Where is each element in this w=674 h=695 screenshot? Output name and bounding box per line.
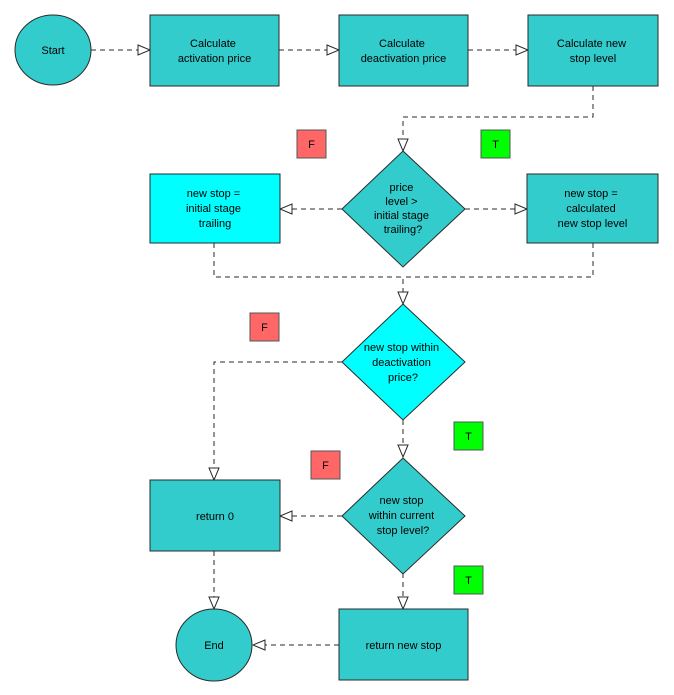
decision-deactivation-shape xyxy=(341,303,466,421)
badge-true-price-level-box xyxy=(480,129,511,159)
badge-true-current-stop-text: T xyxy=(465,575,472,587)
node-calc-new-stop: Calculate new stop level xyxy=(527,14,659,87)
edge-new-stop-to-decision xyxy=(403,86,594,151)
node-calc-activation: Calculate activation price xyxy=(149,14,280,87)
edge-initial-stage-to-merge xyxy=(213,243,403,304)
calc-deactivation-label: Calculate deactivation price xyxy=(361,38,447,65)
edge-deactivation-false-to-return-zero xyxy=(214,361,342,480)
return-new-stop-shape xyxy=(338,608,469,681)
node-calc-deactivation: Calculate deactivation price xyxy=(338,14,469,87)
decision-price-level-label: price level > initial stage trailing? xyxy=(374,182,432,236)
badge-false-current-stop: F xyxy=(310,450,341,480)
return-zero-shape xyxy=(149,479,281,552)
decision-current-stop-shape xyxy=(341,457,466,575)
node-decision-deactivation: new stop within deactivation price? xyxy=(341,303,466,421)
calc-activation-shape xyxy=(149,14,280,87)
start-label: Start xyxy=(41,45,64,57)
badge-true-price-level: T xyxy=(480,129,511,159)
decision-current-stop-label: new stop within current stop level? xyxy=(368,495,437,537)
edges xyxy=(91,50,594,645)
start-shape xyxy=(14,14,92,86)
badge-true-deactivation-box xyxy=(453,421,484,451)
badge-true-current-stop: T xyxy=(453,565,484,595)
decision-price-level-shape xyxy=(341,150,466,268)
badge-false-price-level: F xyxy=(296,129,327,159)
node-start: Start xyxy=(14,14,92,86)
calculated-stop-shape xyxy=(526,173,659,244)
node-return-new-stop: return new stop xyxy=(338,608,469,681)
node-end: End xyxy=(175,608,253,682)
calc-activation-label: Calculate activation price xyxy=(178,38,251,65)
end-label: End xyxy=(204,640,224,652)
node-calculated-stop: new stop = calculated new stop level xyxy=(526,173,659,244)
badge-false-current-stop-box xyxy=(310,450,341,480)
edge-calculated-to-merge xyxy=(403,243,594,278)
initial-stage-label: new stop = initial stage trailing xyxy=(186,188,244,230)
badge-false-price-level-text: F xyxy=(308,139,315,151)
calc-new-stop-label: Calculate new stop level xyxy=(557,38,629,65)
end-shape xyxy=(175,608,253,682)
calc-new-stop-shape xyxy=(527,14,659,87)
badge-false-deactivation: F xyxy=(249,312,280,342)
badge-false-deactivation-text: F xyxy=(261,322,268,334)
node-decision-current-stop: new stop within current stop level? xyxy=(341,457,466,575)
badge-true-price-level-text: T xyxy=(492,139,499,151)
decision-deactivation-label: new stop within deactivation price? xyxy=(364,342,442,384)
node-initial-stage: new stop = initial stage trailing xyxy=(149,173,281,244)
badge-false-deactivation-box xyxy=(249,312,280,342)
badge-false-price-level-box xyxy=(296,129,327,159)
node-decision-price-level: price level > initial stage trailing? xyxy=(341,150,466,268)
badge-true-current-stop-box xyxy=(453,565,484,595)
calc-deactivation-shape xyxy=(338,14,469,87)
return-new-stop-label: return new stop xyxy=(366,640,442,652)
return-zero-label: return 0 xyxy=(196,511,234,523)
badge-true-deactivation: T xyxy=(453,421,484,451)
calculated-stop-label: new stop = calculated new stop level xyxy=(558,188,628,230)
badge-true-deactivation-text: T xyxy=(465,431,472,443)
initial-stage-shape xyxy=(149,173,281,244)
node-return-zero: return 0 xyxy=(149,479,281,552)
badge-false-current-stop-text: F xyxy=(322,460,329,472)
